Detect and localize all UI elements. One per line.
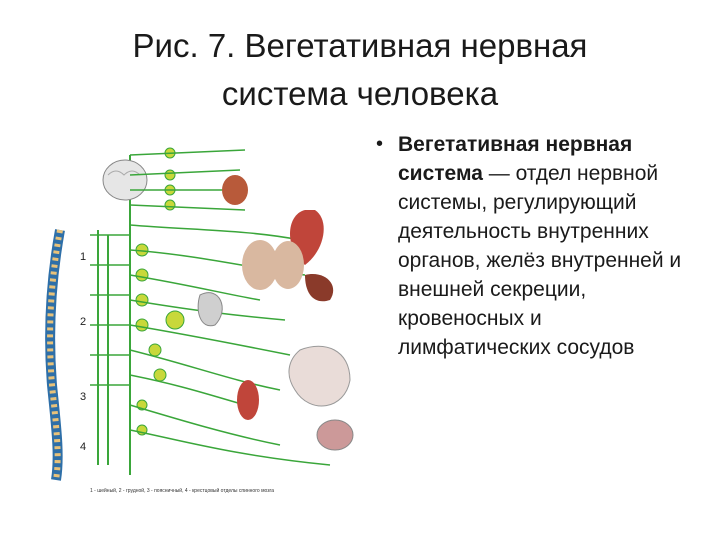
organs <box>197 175 354 451</box>
diagram-svg: 1 2 3 4 1 - шейный, 2 - грудной, 3 - поя… <box>45 147 354 494</box>
lung-right <box>272 241 304 289</box>
bladder-organ <box>316 419 354 451</box>
brain <box>102 159 148 201</box>
intestine-organ <box>288 345 351 407</box>
slide-title: Рис. 7. Вегетативная нервная система чел… <box>60 22 660 118</box>
bullet-definition: — отдел нервной системы, регулирующий де… <box>398 162 682 359</box>
figure-caption: 1 - шейный, 2 - грудной, 3 - поясничный,… <box>90 487 274 494</box>
autonomic-nervous-system-diagram: 1 2 3 4 1 - шейный, 2 - грудной, 3 - поя… <box>30 135 375 500</box>
spine-level-labels: 1 2 3 4 <box>80 251 86 453</box>
bullet-text: Вегетативная нервная система — отдел нер… <box>398 130 686 362</box>
liver-organ <box>305 274 334 302</box>
eye-organ <box>222 175 248 205</box>
title-line-1: Рис. 7. Вегетативная нервная <box>132 27 588 64</box>
bullet-marker: • <box>376 133 384 155</box>
lung-left <box>242 240 278 290</box>
bullet-term: Вегетативная нервная система <box>398 133 633 185</box>
title-line-2: система человека <box>221 75 499 112</box>
spine-number-3: 3 <box>80 391 86 403</box>
spinal-cord <box>97 155 131 475</box>
kidney-organ <box>237 380 259 420</box>
spine-number-4: 4 <box>80 441 86 453</box>
spine-number-2: 2 <box>80 316 86 328</box>
definition-bullet: • Вегетативная нервная система — отдел н… <box>376 130 686 362</box>
spine-number-1: 1 <box>80 251 86 263</box>
ganglion-chain <box>135 147 185 436</box>
stomach-organ <box>197 292 223 327</box>
spine <box>45 229 65 481</box>
